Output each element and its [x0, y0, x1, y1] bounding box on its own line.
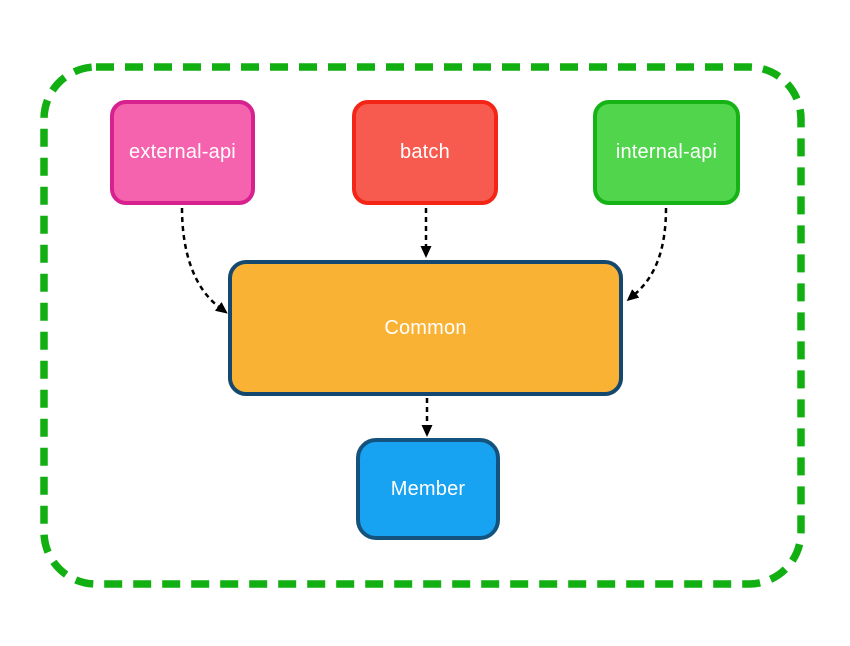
- node-member: Member: [356, 438, 500, 540]
- system-boundary: [40, 63, 805, 588]
- node-batch-label: batch: [400, 141, 450, 163]
- node-internal-api-label: internal-api: [615, 141, 718, 163]
- node-external-api-label: external-api: [129, 141, 236, 163]
- edge-external-api-to-common: [180, 207, 228, 314]
- node-common: Common: [228, 260, 623, 396]
- edge-internal-api-to-common: [626, 207, 668, 302]
- node-batch: batch: [352, 100, 498, 205]
- node-member-label: Member: [390, 477, 466, 500]
- node-common-label: Common: [384, 316, 467, 339]
- node-internal-api: internal-api: [593, 100, 740, 205]
- node-external-api: external-api: [110, 100, 255, 205]
